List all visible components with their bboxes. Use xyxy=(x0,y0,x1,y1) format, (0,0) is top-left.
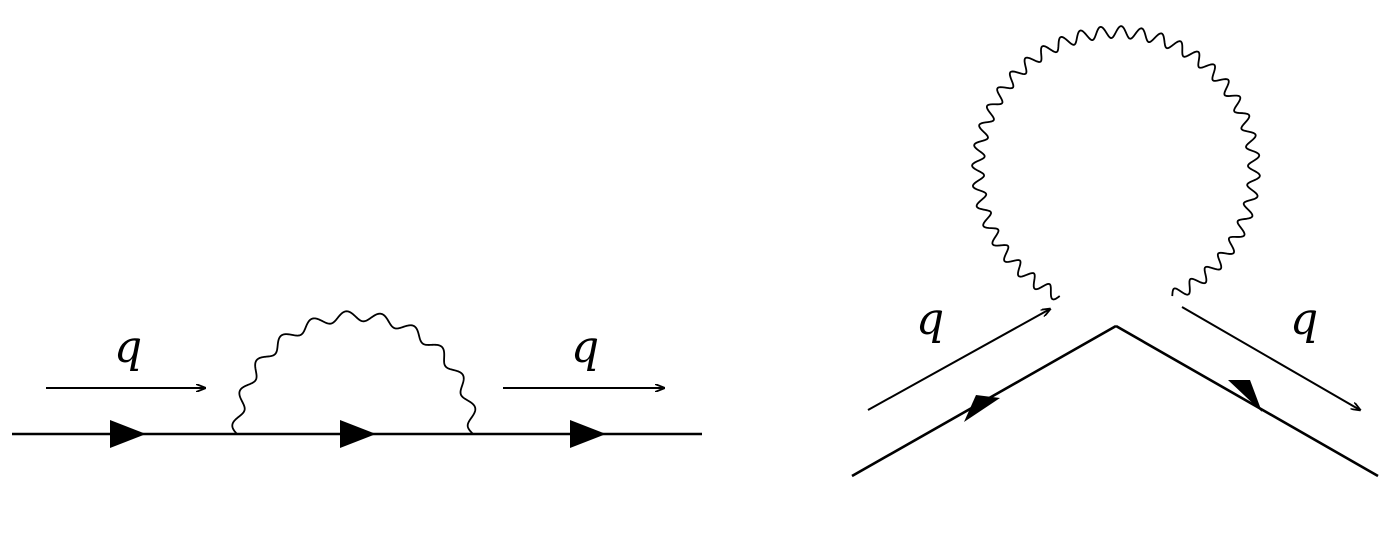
photon-loop-semicircle xyxy=(231,310,477,435)
fermion-arrow-2 xyxy=(340,420,376,448)
momentum-label-outgoing: q xyxy=(1290,294,1318,345)
fermion-arrow-outgoing xyxy=(1228,380,1262,412)
momentum-label-incoming: q xyxy=(916,294,944,345)
fermion-line-outgoing xyxy=(1115,324,1379,478)
photon-loop-circle xyxy=(971,25,1261,301)
fermion-arrow-1 xyxy=(110,420,146,448)
momentum-label-right: q xyxy=(571,322,599,373)
momentum-label-left: q xyxy=(114,322,142,373)
fermion-arrow-incoming xyxy=(964,395,1000,422)
momentum-arrow-outgoing xyxy=(1181,306,1360,410)
momentum-arrow-incoming xyxy=(867,309,1050,411)
tadpole-vertex-diagram: q q xyxy=(851,25,1379,478)
fermion-arrow-3 xyxy=(570,420,606,448)
self-energy-diagram: q q xyxy=(12,310,702,448)
